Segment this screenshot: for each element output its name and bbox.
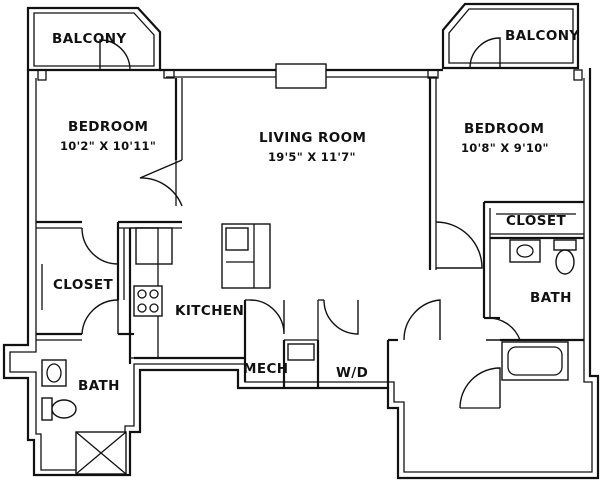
bath-right-toilet-icon [553,239,577,251]
bath-left-label: BATH [78,378,120,394]
balcony-right-label: BALCONY [505,28,580,44]
stove-icon [133,285,163,317]
hall-door [403,299,441,341]
bedroom-left-label: BEDROOM [68,119,148,135]
laundry-label: W/D [336,365,368,381]
balcony-left-door [99,39,131,71]
balcony-right-enclosure [441,2,580,70]
closet-left-door [81,227,119,265]
fixtures [41,213,577,475]
entry-door [459,367,501,409]
living-room-dimensions: 19'5" X 11'7" [268,150,356,164]
closet-left-label: CLOSET [53,277,113,293]
refrigerator-icon [135,227,173,265]
bedroom-right-dimensions: 10'8" X 9'10" [461,141,549,155]
bedroom-right-label: BEDROOM [464,121,544,137]
mech-label: MECH [243,361,288,377]
laundry-door [323,299,359,335]
mech-door [249,299,285,335]
living-room-window [275,63,327,89]
island-sink-icon [225,227,249,251]
bath-left-toilet-icon [41,397,53,421]
balcony-left-label: BALCONY [52,31,127,47]
washer-dryer-icon [287,343,315,361]
bath-right-label: BATH [530,290,572,306]
bathtub-icon [501,341,569,381]
bedroom-left-door [139,159,183,207]
bath-left-door [81,299,119,335]
doors [81,37,522,409]
bedroom-right-door [435,221,483,269]
living-room-label: LIVING ROOM [259,130,366,146]
balcony-right-door [469,37,501,69]
bath-right-sink-icon [509,239,541,263]
bath-right-door [485,317,522,341]
balcony-left-enclosure [26,6,162,72]
room-labels: BALCONY BALCONY BEDROOM 10'2" X 10'11" L… [52,28,580,394]
closet-right-label: CLOSET [506,213,566,229]
outer-wall-outline [2,68,600,480]
kitchen-label: KITCHEN [175,303,244,319]
bedroom-left-dimensions: 10'2" X 10'11" [60,139,156,153]
